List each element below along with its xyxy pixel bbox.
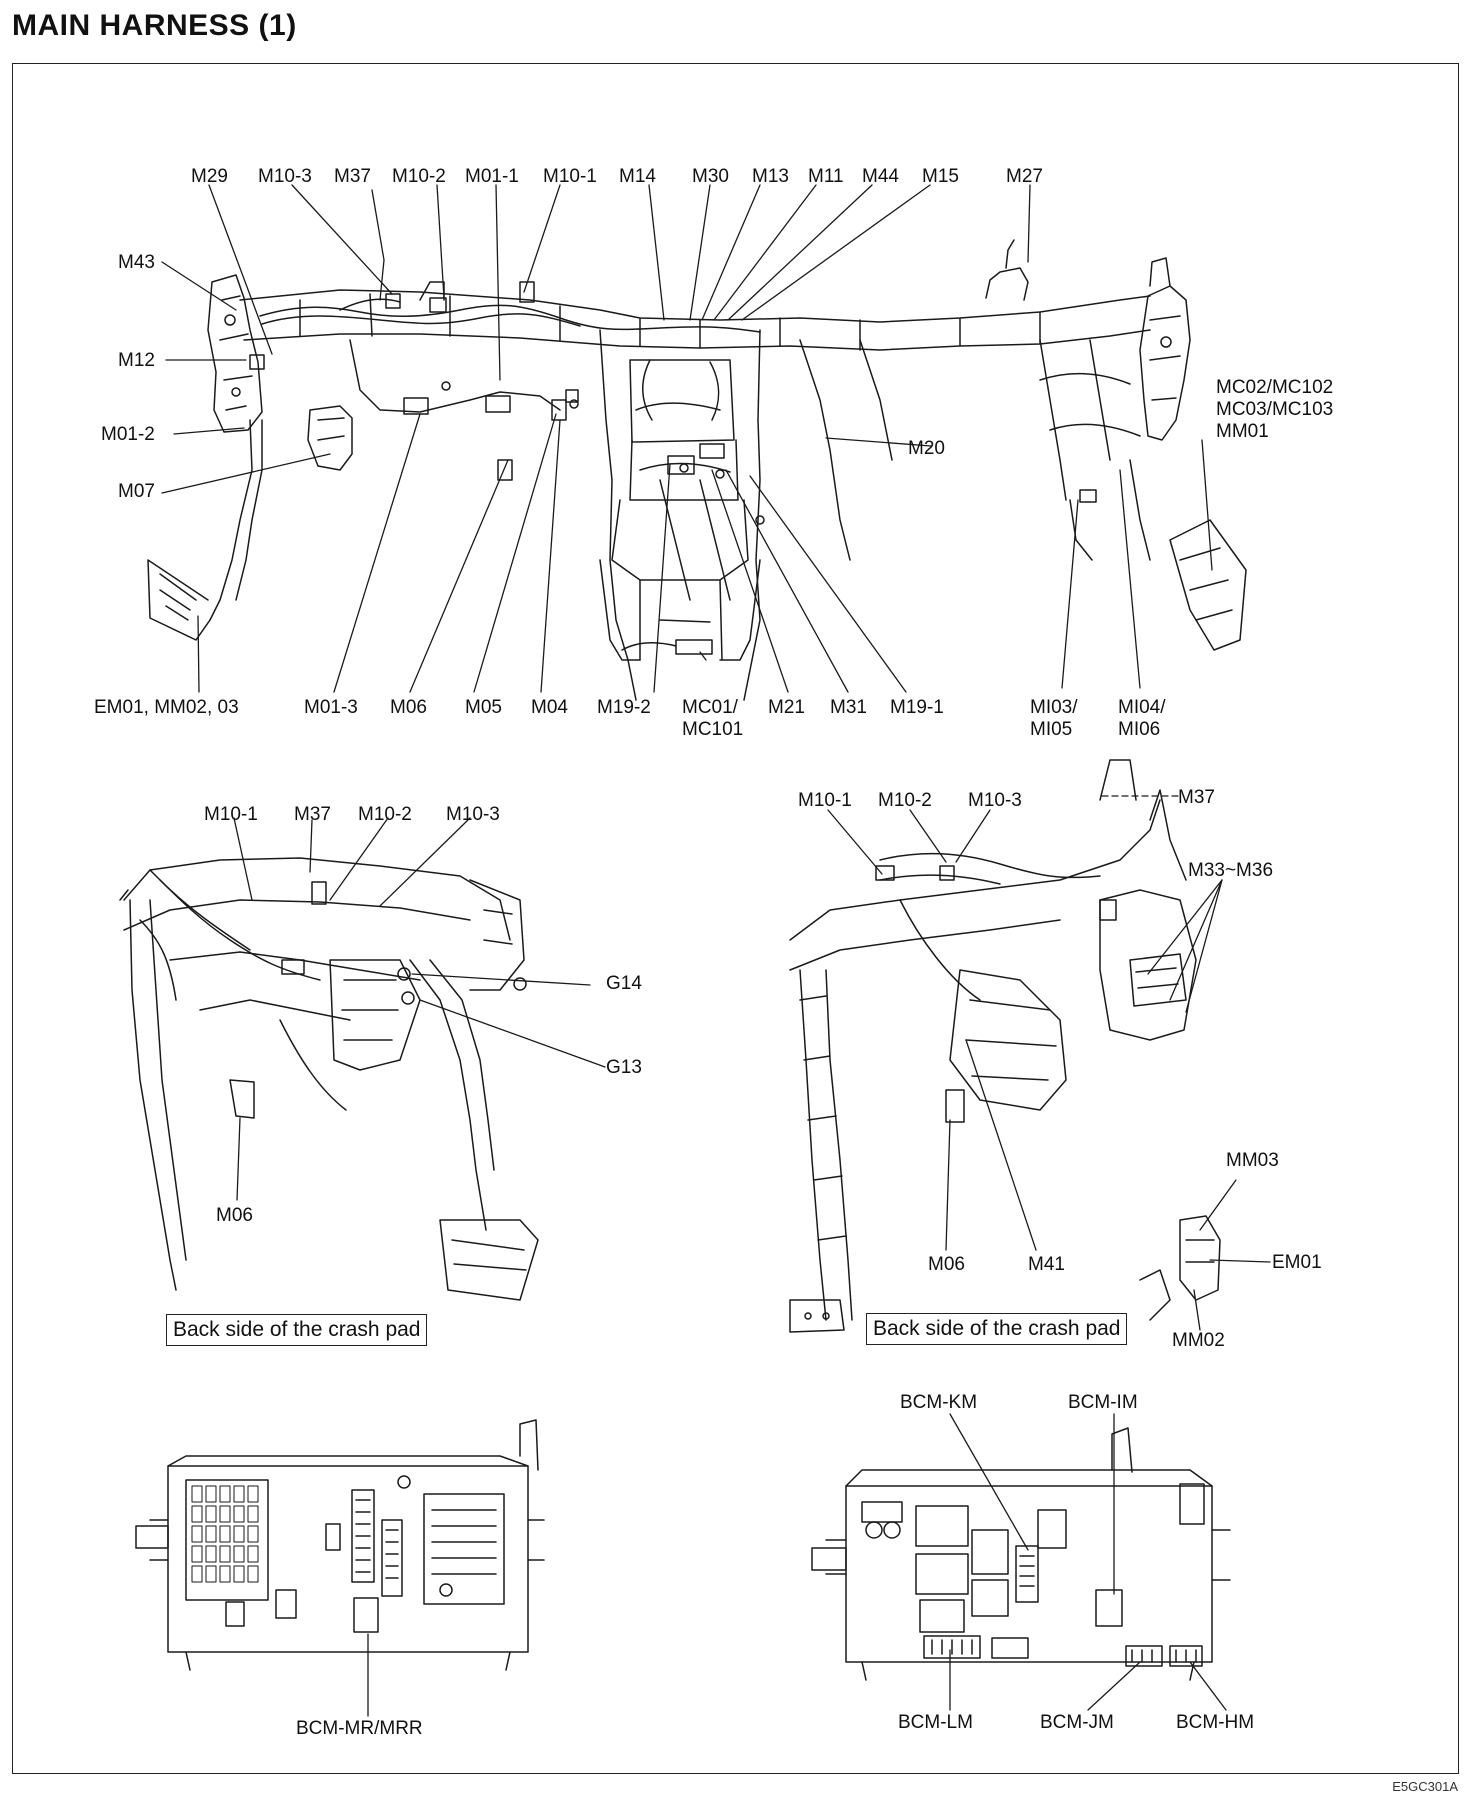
label-em01-mm02-03: EM01, MM02, 03	[94, 697, 239, 718]
label-m19-1: M19-1	[890, 697, 944, 718]
label-left-m10-1: M10-1	[204, 804, 258, 825]
label-m01-2: M01-2	[101, 424, 155, 445]
label-m10-2: M10-2	[392, 166, 446, 187]
label-bcm-km: BCM-KM	[900, 1392, 978, 1413]
main-leader-lines	[161, 184, 1213, 693]
label-m05: M05	[465, 697, 502, 718]
label-m43: M43	[118, 252, 155, 273]
label-m44: M44	[862, 166, 899, 187]
label-m14: M14	[619, 166, 656, 187]
label-m04: M04	[531, 697, 568, 718]
label-mi04: MI04/	[1118, 697, 1166, 718]
label-m01-3: M01-3	[304, 697, 358, 718]
document-code: E5GC301A	[1392, 1779, 1458, 1794]
label-bcm-lm: BCM-LM	[898, 1712, 973, 1733]
label-mi03: MI03/	[1030, 697, 1078, 718]
label-left-m37: M37	[294, 804, 331, 825]
label-bcm-hm: BCM-HM	[1176, 1712, 1255, 1733]
label-m13: M13	[752, 166, 789, 187]
label-m11: M11	[808, 166, 844, 187]
label-mm01: MM01	[1216, 421, 1269, 442]
page-title: MAIN HARNESS (1)	[12, 9, 297, 42]
label-m41: M41	[1028, 1254, 1065, 1275]
label-m01-1: M01-1	[465, 166, 519, 187]
label-left-m06: M06	[216, 1205, 253, 1226]
label-m37: M37	[334, 166, 371, 187]
bcm-left-drawing	[135, 1419, 545, 1671]
label-m33-m36: M33~M36	[1188, 860, 1274, 881]
label-mm03: MM03	[1226, 1150, 1279, 1171]
label-m10-3: M10-3	[258, 166, 312, 187]
label-g13: G13	[606, 1057, 642, 1078]
label-mi05: MI05	[1030, 719, 1073, 740]
label-right-em01: EM01	[1272, 1252, 1322, 1273]
label-mc01: MC01/	[682, 697, 738, 718]
label-m31: M31	[830, 697, 867, 718]
left-detail-drawing	[119, 857, 539, 1301]
label-m29: M29	[191, 166, 228, 187]
label-right-m10-2: M10-2	[878, 790, 932, 811]
caption-back-side-right: Back side of the crash pad	[866, 1313, 1128, 1345]
bcm-right-drawing	[811, 1427, 1231, 1681]
label-mi06: MI06	[1118, 719, 1161, 740]
label-left-m10-3: M10-3	[446, 804, 500, 825]
label-bcm-jm: BCM-JM	[1040, 1712, 1114, 1733]
label-g14: G14	[606, 973, 642, 994]
label-mc02-mc102: MC02/MC102	[1216, 377, 1334, 398]
label-mc03-mc103: MC03/MC103	[1216, 399, 1334, 420]
label-left-m10-2: M10-2	[358, 804, 412, 825]
caption-back-side-left: Back side of the crash pad	[166, 1314, 428, 1346]
label-m27: M27	[1006, 166, 1043, 187]
label-m19-2: M19-2	[597, 697, 651, 718]
right-detail-drawing	[789, 759, 1221, 1333]
label-m06: M06	[390, 697, 427, 718]
bcm-right-leaders	[949, 1413, 1227, 1711]
right-detail-leaders	[827, 795, 1271, 1331]
label-m21: M21	[768, 697, 805, 718]
label-m12: M12	[118, 350, 155, 371]
label-m07: M07	[118, 481, 155, 502]
label-right-m37: M37	[1178, 787, 1215, 808]
label-m30: M30	[692, 166, 729, 187]
label-bcm-mr-mrr: BCM-MR/MRR	[296, 1718, 423, 1739]
left-detail-leaders	[233, 817, 606, 1201]
label-right-m10-1: M10-1	[798, 790, 852, 811]
label-mm02: MM02	[1172, 1330, 1225, 1351]
label-bcm-im: BCM-IM	[1068, 1392, 1138, 1413]
label-right-m06: M06	[928, 1254, 965, 1275]
main-crossmember-drawing	[147, 239, 1247, 701]
label-mc101: MC101	[682, 719, 744, 740]
label-right-m10-3: M10-3	[968, 790, 1022, 811]
diagram-frame	[12, 63, 1459, 1774]
label-m15: M15	[922, 166, 959, 187]
label-m20: M20	[908, 438, 945, 459]
label-m10-1: M10-1	[543, 166, 597, 187]
